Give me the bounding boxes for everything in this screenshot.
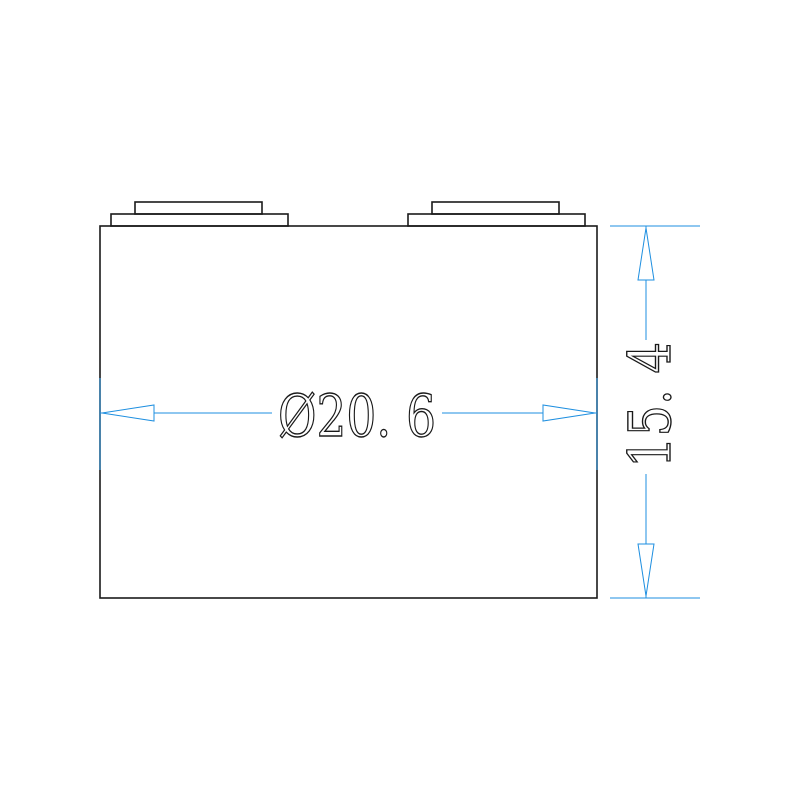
diameter-label: Ø20. 6 (278, 382, 436, 450)
height-arrow-top (637, 227, 655, 281)
height-dimension: 15. 4 (610, 225, 700, 599)
right-terminal-cap (431, 201, 560, 215)
diameter-arrow-right (542, 404, 596, 422)
right-terminal-base (407, 213, 586, 227)
left-terminal (110, 201, 289, 227)
left-terminal-cap (134, 201, 263, 215)
left-terminal-base (110, 213, 289, 227)
height-label: 15. 4 (616, 342, 684, 468)
height-arrow-bottom (637, 543, 655, 597)
diameter-arrow-left (101, 404, 155, 422)
right-terminal (407, 201, 586, 227)
diameter-dimension: Ø20. 6 (99, 378, 598, 470)
